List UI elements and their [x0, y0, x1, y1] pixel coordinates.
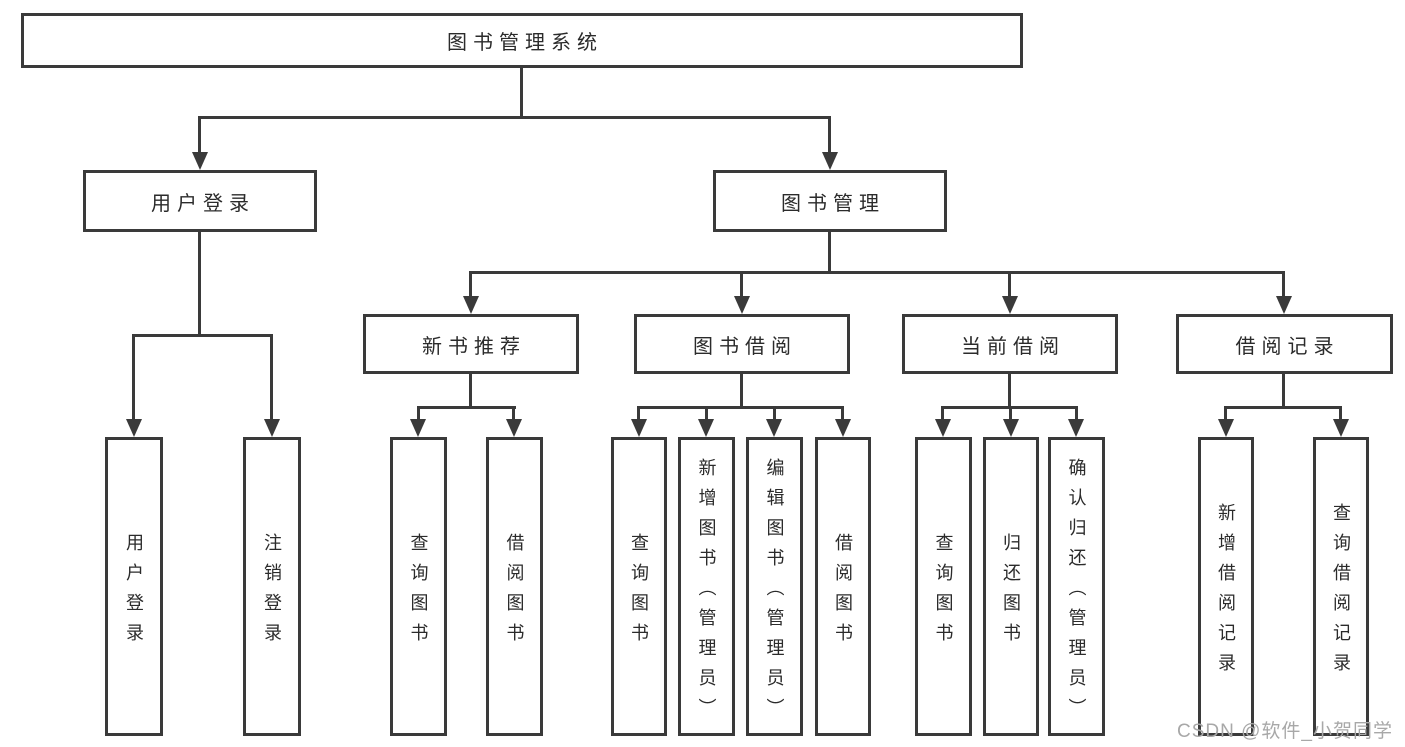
- connector-group-rail: [417, 406, 516, 409]
- leaf-edit-book-admin: 编辑图书（管理员）: [746, 437, 803, 736]
- arrow-down-icon: [835, 419, 851, 437]
- connector-leaf-stem: [705, 406, 708, 421]
- leaf-label: 借阅图书: [833, 532, 853, 653]
- leaf-label: 归还图书: [1001, 532, 1021, 653]
- arrow-down-icon: [1333, 419, 1349, 437]
- leaf-label: 用户登录: [124, 532, 144, 653]
- connector-stem-book-borrow: [740, 271, 743, 298]
- connector-stem-current-borrow: [1008, 271, 1011, 298]
- connector-user-login-stub: [198, 232, 201, 336]
- connector-leaf-stem: [1224, 406, 1227, 421]
- node-book-management: 图书管理: [713, 170, 947, 232]
- leaf-return-book: 归还图书: [983, 437, 1039, 736]
- leaf-label: 新增借阅记录: [1216, 502, 1236, 683]
- connector-book-management-stub: [828, 232, 831, 273]
- connector-stem-leaf-user-login: [132, 334, 135, 421]
- connector-group-rail: [637, 406, 844, 409]
- leaf-label: 查询图书: [629, 532, 649, 653]
- connector-leaf-stem: [773, 406, 776, 421]
- arrow-down-icon: [631, 419, 647, 437]
- connector-group-stub: [1008, 374, 1011, 408]
- arrow-down-icon: [1276, 296, 1292, 314]
- node-new-book-recommendation: 新书推荐: [363, 314, 579, 374]
- connector-leaf-stem: [417, 406, 420, 421]
- arrow-down-icon: [126, 419, 142, 437]
- leaf-label: 编辑图书（管理员）: [764, 457, 785, 728]
- arrow-down-icon: [506, 419, 522, 437]
- arrow-down-icon: [734, 296, 750, 314]
- leaf-label: 查询图书: [933, 532, 954, 653]
- node-borrowing-records: 借阅记录: [1176, 314, 1393, 374]
- node-book-borrowing: 图书借阅: [634, 314, 850, 374]
- connector-group-rail: [1224, 406, 1342, 409]
- connector-leaf-stem: [1009, 406, 1012, 421]
- connector-group-stub: [1282, 374, 1285, 408]
- connector-stem-leaf-logout: [270, 334, 273, 421]
- arrow-down-icon: [264, 419, 280, 437]
- leaf-add-borrow-record: 新增借阅记录: [1198, 437, 1254, 736]
- arrow-down-icon: [698, 419, 714, 437]
- arrow-down-icon: [822, 152, 838, 170]
- node-library-management-system: 图书管理系统: [21, 13, 1023, 68]
- connector-stem-borrow-records: [1282, 271, 1285, 298]
- node-user-login: 用户登录: [83, 170, 317, 232]
- connector-leaf-stem: [841, 406, 844, 421]
- connector-stem-book-management: [828, 116, 831, 154]
- arrow-down-icon: [1002, 296, 1018, 314]
- leaf-label: 查询图书: [408, 532, 429, 653]
- leaf-borrow-book: 借阅图书: [815, 437, 871, 736]
- leaf-label: 新增图书（管理员）: [696, 457, 717, 728]
- connector-leaf-stem: [1339, 406, 1342, 421]
- connector-level3-rail: [469, 271, 1285, 274]
- connector-leaf-stem: [1075, 406, 1078, 421]
- leaf-query-book-borrowing: 查询图书: [611, 437, 667, 736]
- leaf-user-login: 用户登录: [105, 437, 163, 736]
- leaf-query-borrow-record: 查询借阅记录: [1313, 437, 1369, 736]
- node-current-borrowing: 当前借阅: [902, 314, 1118, 374]
- leaf-label: 借阅图书: [504, 532, 525, 653]
- arrow-down-icon: [766, 419, 782, 437]
- csdn-watermark: CSDN @软件_小贺同学: [1177, 721, 1393, 742]
- arrow-down-icon: [935, 419, 951, 437]
- arrow-down-icon: [1218, 419, 1234, 437]
- connector-stem-new-book: [469, 271, 472, 298]
- leaf-query-book-recommend: 查询图书: [390, 437, 447, 736]
- connector-user-login-rail: [132, 334, 273, 337]
- arrow-down-icon: [1003, 419, 1019, 437]
- leaf-query-book-current: 查询图书: [915, 437, 972, 736]
- arrow-down-icon: [410, 419, 426, 437]
- connector-level2-rail: [198, 116, 831, 119]
- connector-leaf-stem: [512, 406, 515, 421]
- connector-stem-user-login: [198, 116, 201, 154]
- connector-leaf-stem: [637, 406, 640, 421]
- leaf-label: 注销登录: [262, 532, 282, 653]
- leaf-add-book-admin: 新增图书（管理员）: [678, 437, 735, 736]
- leaf-borrow-book-recommend: 借阅图书: [486, 437, 543, 736]
- connector-group-stub: [469, 374, 472, 408]
- leaf-confirm-return-admin: 确认归还（管理员）: [1048, 437, 1105, 736]
- leaf-logout: 注销登录: [243, 437, 301, 736]
- arrow-down-icon: [1068, 419, 1084, 437]
- connector-root-stub: [520, 68, 523, 118]
- leaf-label: 确认归还（管理员）: [1066, 457, 1087, 728]
- arrow-down-icon: [192, 152, 208, 170]
- connector-leaf-stem: [941, 406, 944, 421]
- connector-group-stub: [740, 374, 743, 408]
- leaf-label: 查询借阅记录: [1331, 502, 1351, 683]
- arrow-down-icon: [463, 296, 479, 314]
